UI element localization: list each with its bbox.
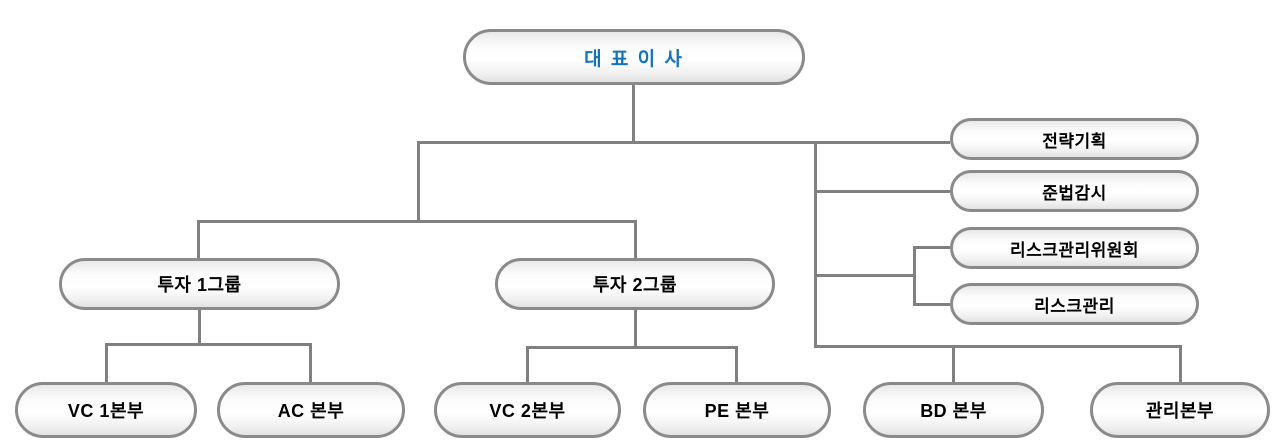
connector-risk-bracket — [913, 246, 916, 306]
connector-bottom-right-rail — [814, 345, 1182, 348]
org-node-invest-group2: 투자 2그룹 — [495, 258, 775, 310]
org-node-risk-mgmt: 리스크관리 — [950, 283, 1199, 325]
org-node-invest-group1-label: 투자 1그룹 — [157, 275, 242, 295]
org-node-compliance-label: 준법감시 — [1042, 183, 1107, 203]
connector-left-vertical — [417, 141, 420, 223]
connector-admin-in — [1179, 345, 1182, 382]
connector-vc2-in — [526, 346, 529, 382]
connector-group2-rail — [526, 346, 738, 349]
org-node-admin: 관리본부 — [1090, 382, 1270, 438]
connector-bd-in — [952, 345, 955, 382]
connector-right-vertical — [814, 141, 817, 348]
connector-invest-group1-out — [198, 310, 201, 345]
connector-invest-group2-out — [634, 310, 637, 348]
org-node-ac: AC 본부 — [217, 382, 405, 438]
org-node-vc2: VC 2본부 — [434, 382, 621, 438]
org-node-risk-committee: 리스크관리위원회 — [950, 227, 1199, 269]
connector-risk-committee-branch — [913, 246, 950, 249]
org-node-vc1-label: VC 1본부 — [67, 401, 145, 421]
org-node-admin-label: 관리본부 — [1145, 401, 1215, 421]
connector-level1-rail — [417, 141, 950, 144]
org-node-strategy-label: 전략기획 — [1042, 131, 1107, 151]
connector-compliance-branch — [814, 190, 950, 193]
org-node-risk-mgmt-label: 리스크관리 — [1034, 296, 1115, 316]
connector-pe-in — [735, 346, 738, 382]
connector-invest-group2-in — [634, 220, 637, 258]
connector-invest-group1-in — [197, 220, 200, 258]
org-node-compliance: 준법감시 — [950, 170, 1199, 212]
org-node-invest-group1: 투자 1그룹 — [59, 258, 340, 310]
org-node-ac-label: AC 본부 — [277, 401, 345, 421]
org-node-bd-label: BD 본부 — [920, 401, 987, 421]
connector-risk-bracket-stub — [814, 274, 916, 277]
connector-level2-rail — [197, 220, 637, 223]
org-node-strategy: 전략기획 — [950, 118, 1199, 160]
org-node-pe-label: PE 본부 — [704, 401, 770, 421]
org-node-ceo: 대 표 이 사 — [463, 29, 805, 85]
org-node-invest-group2-label: 투자 2그룹 — [592, 275, 678, 295]
org-node-ceo-label: 대 표 이 사 — [584, 48, 684, 70]
org-node-vc2-label: VC 2본부 — [489, 401, 566, 421]
connector-group1-rail — [105, 343, 312, 346]
connector-ceo-drop — [632, 85, 635, 143]
connector-vc1-in — [105, 343, 108, 382]
org-node-bd: BD 본부 — [863, 382, 1044, 438]
org-node-vc1: VC 1본부 — [15, 382, 197, 438]
connector-risk-mgmt-branch — [913, 303, 950, 306]
org-node-pe: PE 본부 — [643, 382, 831, 438]
connector-ac-in — [309, 343, 312, 382]
org-node-risk-committee-label: 리스크관리위원회 — [1009, 240, 1140, 260]
